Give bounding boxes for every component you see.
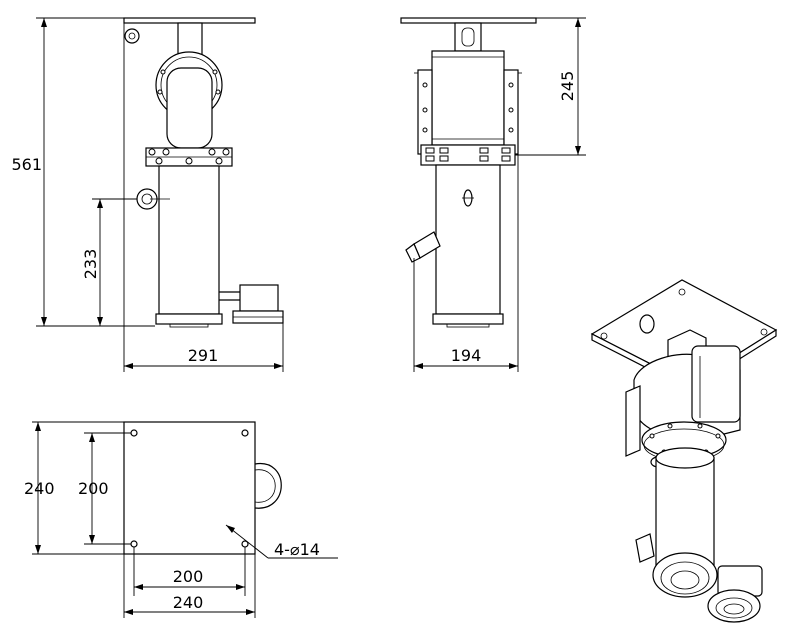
front-top-plate xyxy=(400,17,537,24)
side-top-plate xyxy=(123,17,256,24)
dim-291-label: 291 xyxy=(188,346,219,365)
mounting-plate xyxy=(123,421,256,555)
plate-hole xyxy=(241,429,249,437)
front-flange xyxy=(420,144,516,166)
dim-240-vertical-label: 240 xyxy=(24,479,55,498)
dim-561-label: 561 xyxy=(11,155,42,174)
isometric-view xyxy=(590,279,778,623)
dim-200-vertical-label: 200 xyxy=(78,479,109,498)
front-stem xyxy=(454,22,482,52)
side-lifting-eye xyxy=(124,28,140,44)
plate-handle xyxy=(254,463,282,509)
side-tube xyxy=(158,165,220,315)
iso-window xyxy=(652,552,718,598)
front-tube xyxy=(435,164,501,315)
front-view: 245 194 xyxy=(400,17,586,372)
front-housing xyxy=(431,50,505,146)
dim-233-label: 233 xyxy=(81,249,100,280)
iso-tube xyxy=(655,457,715,569)
plate-view: 240 200 200 240 4-⌀14 xyxy=(24,421,338,618)
hole-callout-label: 4-⌀14 xyxy=(274,540,320,559)
dim-200-horizontal-label: 200 xyxy=(173,567,204,586)
dim-240-horizontal-label: 240 xyxy=(173,593,204,612)
front-window-frame xyxy=(432,313,504,325)
side-view: 561 233 291 xyxy=(11,17,284,372)
side-connector-box xyxy=(239,284,279,312)
dim-245-label: 245 xyxy=(558,71,577,102)
side-neck xyxy=(166,67,213,149)
dim-194-label: 194 xyxy=(451,346,482,365)
side-window-frame xyxy=(155,313,223,325)
